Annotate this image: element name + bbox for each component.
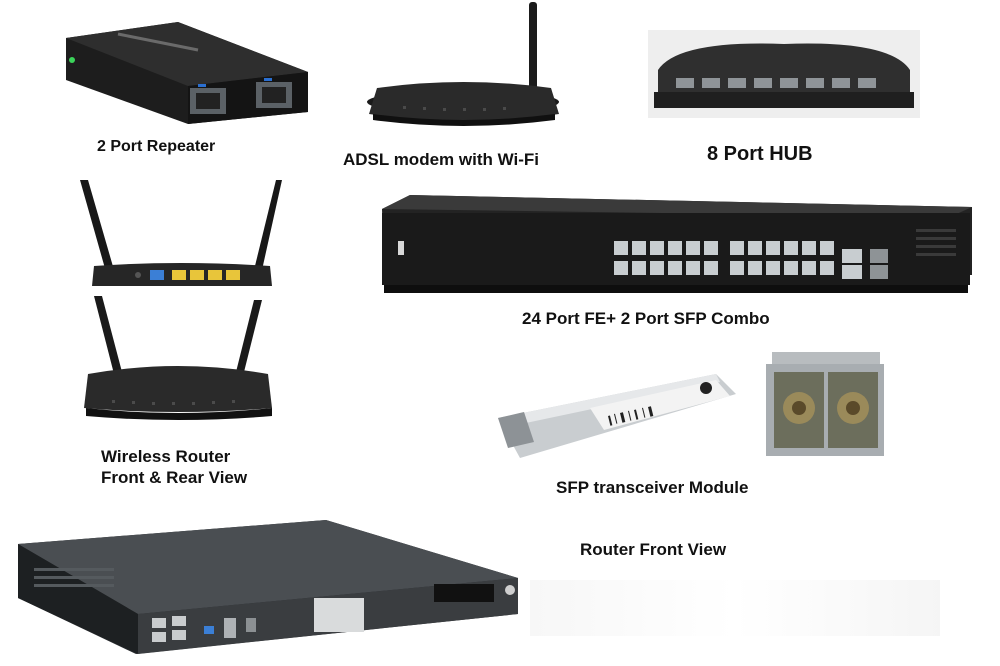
- sfp-end-view-image: [762, 350, 888, 458]
- wireless-router-rear-image: [80, 180, 282, 292]
- repeater-label: 2 Port Repeater: [97, 138, 216, 155]
- repeater-image: [58, 20, 316, 125]
- sfp-label: SFP transceiver Module: [556, 478, 749, 497]
- sfp-transceiver-image: [494, 372, 740, 462]
- router-image: [14, 518, 520, 658]
- router-label: Router Front View: [580, 540, 727, 559]
- switch-image: [376, 195, 974, 295]
- adsl-modem-label: ADSL modem with Wi-Fi: [343, 150, 539, 169]
- wireless-router-label-line2: Front & Rear View: [101, 468, 248, 487]
- switch-label: 24 Port FE+ 2 Port SFP Combo: [522, 309, 770, 328]
- wireless-router-label-line1: Wireless Router: [101, 447, 231, 466]
- adsl-modem-image: [363, 2, 563, 130]
- hub-image: [648, 30, 920, 118]
- faint-background-strip: [530, 580, 940, 636]
- wireless-router-front-image: [82, 296, 274, 421]
- hub-label: 8 Port HUB: [707, 143, 813, 165]
